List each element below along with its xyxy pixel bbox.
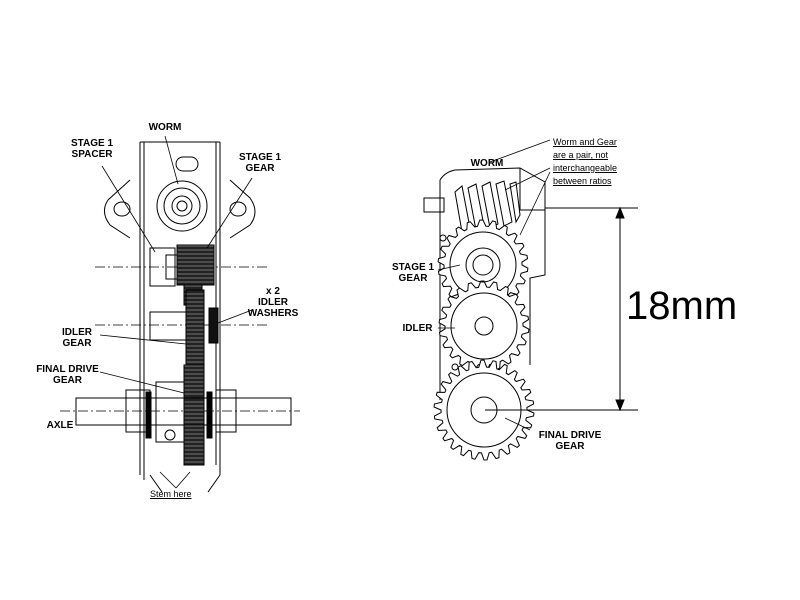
final-drive-hub [155, 381, 185, 443]
final-drive-hole [164, 429, 176, 441]
stem-here-note: Stem here [150, 489, 192, 499]
stage1-bore [472, 254, 494, 276]
final-drive-gear-label-right: FINAL DRIVE GEAR [538, 430, 602, 452]
right-leader-lines [437, 139, 551, 431]
idler-bore [474, 316, 494, 336]
worm-shaft-end [423, 197, 445, 213]
left-leader-lines [78, 135, 253, 489]
front-view-assembly [423, 139, 638, 461]
housing-outline [439, 167, 546, 400]
dimension-18mm [485, 206, 638, 412]
worm-outer [156, 180, 208, 232]
stage1-gear-teeth [176, 244, 215, 286]
worm-label-left: WORM [148, 122, 182, 133]
idler-washers-label: x 2 IDLER WASHERS [247, 286, 299, 319]
idler-washer [208, 307, 219, 344]
stage1-gear-label-right: STAGE 1 GEAR [391, 262, 435, 284]
flange-hole-right [229, 201, 247, 217]
housing-walls [139, 141, 221, 493]
stage1-gear-label-left: STAGE 1 GEAR [238, 152, 282, 174]
gear-idler-web [450, 292, 518, 360]
axle-label: AXLE [46, 420, 74, 431]
housing-hole-lower [451, 363, 459, 371]
axle-washer-left [145, 391, 152, 439]
worm-body [163, 187, 201, 225]
worm-threads [454, 180, 521, 233]
stage1-spacer [149, 247, 176, 287]
dimension-label: 18mm [626, 284, 738, 328]
stage1-spacer-label: STAGE 1 SPACER [70, 138, 114, 160]
axle-bushing-right [215, 389, 237, 433]
axle-shaft [75, 397, 292, 426]
worm-gear-pair-note: Worm and Gear are a pair, not interchang… [553, 137, 618, 186]
housing-hole [439, 234, 447, 242]
worm-label-right: WORM [470, 158, 504, 169]
idler-hub [149, 311, 187, 341]
final-drive-gear-label-left: FINAL DRIVE GEAR [36, 364, 99, 386]
worm-mount-flange [104, 179, 256, 239]
idler-label-right: IDLER [402, 323, 433, 334]
stage1-pinion [465, 247, 501, 283]
flange-hole-left [113, 201, 131, 217]
idler-gear [438, 280, 530, 372]
side-view-assembly [60, 135, 300, 493]
gear-final-teeth [433, 359, 535, 461]
shaft-slot [175, 156, 199, 172]
worm-bore [176, 200, 188, 212]
axle-washer-right [206, 391, 213, 439]
idler-gear-label-left: IDLER GEAR [62, 327, 92, 349]
idler-gear-teeth [185, 289, 205, 366]
gear-idler-teeth [438, 280, 530, 372]
worm-hub [171, 195, 193, 217]
final-drive-gear [433, 359, 535, 461]
final-drive-gear-teeth [183, 364, 205, 466]
